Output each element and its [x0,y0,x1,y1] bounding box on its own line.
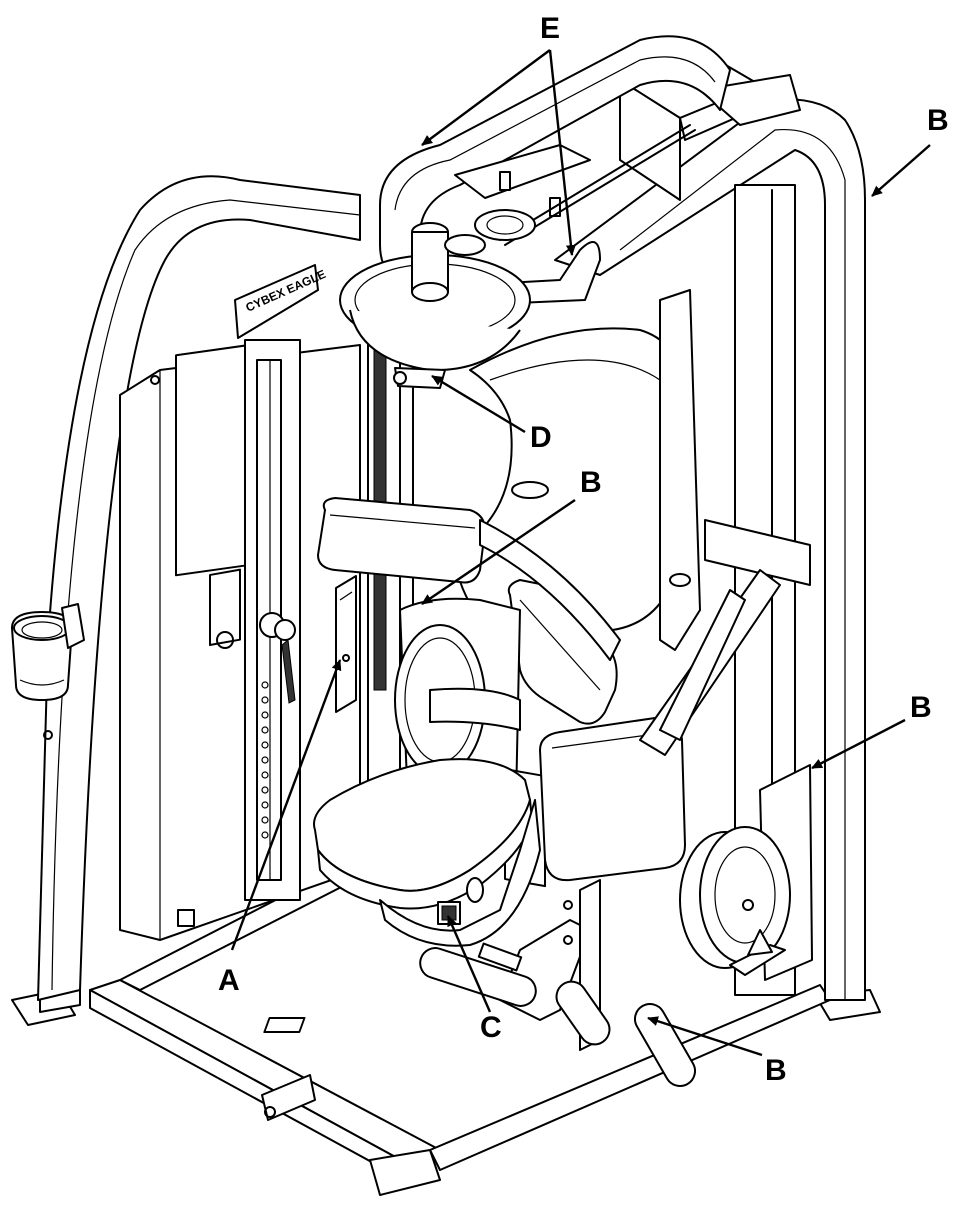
diagonal-arm [639,569,781,756]
label-a: A [218,964,240,997]
label-b-bottom: B [765,1054,787,1087]
label-b-top-right: B [927,104,949,137]
leader-lines [230,49,931,1057]
callout-labels: E B D B B A C B [218,12,949,1087]
label-c: C [480,1011,502,1044]
leader-b-right [811,718,906,770]
selector-pin [259,612,296,704]
leader-d [431,374,526,434]
bottle-holder [11,603,85,740]
weight-plate [263,764,813,1033]
seat [313,758,541,947]
leader-e-right [548,49,576,256]
label-e: E [540,12,560,45]
leader-b-bottom [647,1016,763,1057]
back-pads [317,497,621,725]
leader-a [230,659,342,951]
leader-e-left [421,49,551,146]
label-d: D [530,421,552,454]
left-tower [37,175,361,1001]
weight-pin-holes [261,681,269,839]
label-b-right: B [910,691,932,724]
cam-assembly [339,209,536,389]
leader-b-center [421,499,576,605]
leader-c [446,915,492,1013]
label-b-center: B [580,466,602,499]
logo-plate: CYBEX EAGLE [234,264,328,339]
chest-pad [539,716,686,882]
leader-b-top-right [871,144,931,197]
instruction-placard [335,575,357,713]
